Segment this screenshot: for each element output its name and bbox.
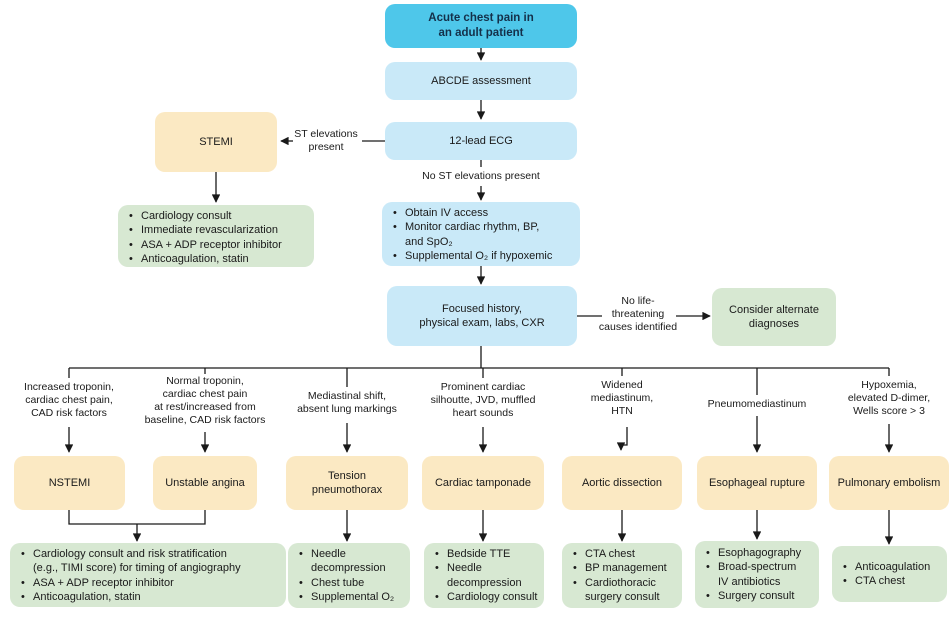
acs-management-list: Cardiology consult and risk stratificati… [14,547,243,604]
dissection-management-list: CTA chestBP managementCardiothoracic sur… [566,547,669,604]
node-nstemi-dx: NSTEMI [14,456,125,510]
node-stemi: STEMI [155,112,277,172]
node-pulmonary-embolism: Pulmonary embolism [829,456,949,510]
criteria-aortic-dissection: Widened mediastinum, HTN [590,379,654,417]
criteria-pulmonary-embolism: Hypoxemia, elevated D-dimer, Wells score… [847,379,931,417]
tamponade-management-list: Bedside TTENeedle decompressionCardiolog… [428,547,540,604]
node-rupture-management: EsophagographyBroad-spectrum IV antibiot… [695,541,819,608]
pe-management-list: AnticoagulationCTA chest [836,560,932,589]
rupture-management-list: EsophagographyBroad-spectrum IV antibiot… [699,546,803,603]
edge-label-no-life-threatening: No life- threatening causes identified [598,295,678,333]
merge-nstemi-ua [68,510,206,525]
node-esophageal-rupture: Esophageal rupture [697,456,817,510]
node-abcde-assessment: ABCDE assessment [385,62,577,100]
node-focused-workup: Focused history, physical exam, labs, CX… [387,286,577,346]
node-aortic-dissection: Aortic dissection [562,456,682,510]
criteria-tension-pneumothorax: Mediastinal shift, absent lung markings [297,390,397,415]
criteria-cardiac-tamponade: Prominent cardiac silhoutte, JVD, muffle… [430,381,536,419]
criteria-esophageal-rupture: Pneumomediastinum [707,398,807,410]
node-dissection-management: CTA chestBP managementCardiothoracic sur… [562,543,682,608]
arrow-to-aortic-dissection [616,427,628,451]
node-pneumothorax-management: Needle decompressionChest tubeSupplement… [288,543,410,608]
node-acute-chest-pain: Acute chest pain in an adult patient [385,4,577,48]
node-consider-alternate-diagnoses: Consider alternate diagnoses [712,288,836,346]
node-stemi-management: Cardiology consultImmediate revasculariz… [118,205,314,267]
node-acs-management: Cardiology consult and risk stratificati… [10,543,286,607]
criteria-nstemi: Increased troponin, cardiac chest pain, … [24,381,114,419]
node-12-lead-ecg: 12-lead ECG [385,122,577,160]
node-tension-pneumothorax: Tension pneumothorax [286,456,408,510]
initial-actions-list: Obtain IV accessMonitor cardiac rhythm, … [386,206,554,263]
edge-label-st-elevations-present: ST elevations present [294,128,358,153]
criteria-unstable-angina: Normal troponin, cardiac chest pain at r… [144,375,266,426]
node-initial-actions: Obtain IV accessMonitor cardiac rhythm, … [382,202,580,266]
node-unstable-angina: Unstable angina [153,456,257,510]
node-cardiac-tamponade: Cardiac tamponade [422,456,544,510]
node-pe-management: AnticoagulationCTA chest [832,546,947,602]
pneumothorax-management-list: Needle decompressionChest tubeSupplement… [292,547,396,604]
edge-label-no-st-elevations: No ST elevations present [422,170,540,182]
node-tamponade-management: Bedside TTENeedle decompressionCardiolog… [424,543,544,608]
stemi-management-list: Cardiology consultImmediate revasculariz… [122,209,284,266]
